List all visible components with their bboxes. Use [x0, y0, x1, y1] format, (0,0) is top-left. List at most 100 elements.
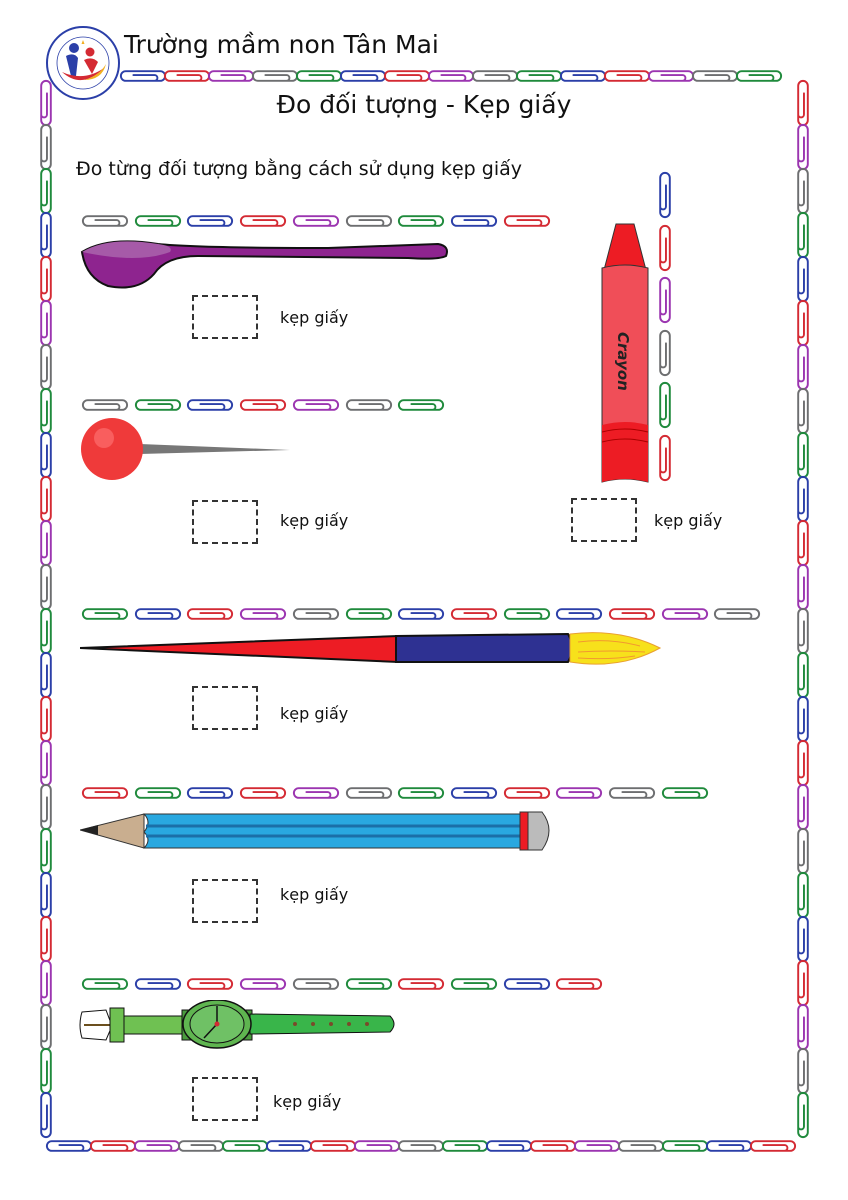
red-paperclip-icon [748, 1138, 798, 1154]
purple-paperclip-icon [795, 342, 811, 392]
red-paperclip-icon [795, 958, 811, 1008]
gray-paperclip-icon [795, 1046, 811, 1096]
gray-paperclip-icon [712, 606, 762, 622]
red-paperclip-icon [528, 1138, 578, 1154]
blue-paperclip-icon [38, 210, 54, 260]
green-paperclip-icon [795, 430, 811, 480]
green-paperclip-icon [80, 976, 130, 992]
green-paperclip-icon [38, 166, 54, 216]
purple-paperclip-icon [38, 298, 54, 348]
purple-paperclip-icon [660, 606, 710, 622]
blue-paperclip-icon [502, 976, 552, 992]
answer-box-pencil[interactable] [192, 879, 258, 923]
red-paperclip-icon [396, 976, 446, 992]
red-paperclip-icon [607, 606, 657, 622]
red-paperclip-icon [185, 606, 235, 622]
blue-paperclip-icon [38, 650, 54, 700]
red-paperclip-icon [657, 433, 673, 483]
blue-paperclip-icon [133, 976, 183, 992]
purple-paperclip-icon [554, 785, 604, 801]
gray-paperclip-icon [795, 166, 811, 216]
purple-paperclip-icon [238, 976, 288, 992]
gray-paperclip-icon [470, 68, 520, 84]
answer-box-crayon[interactable] [571, 498, 637, 542]
answer-label-pencil: kẹp giấy [280, 885, 349, 904]
gray-paperclip-icon [690, 68, 740, 84]
gray-paperclip-icon [795, 386, 811, 436]
purple-paperclip-icon [291, 397, 341, 413]
blue-paperclip-icon [795, 254, 811, 304]
blue-paperclip-icon [38, 1090, 54, 1140]
gray-paperclip-icon [250, 68, 300, 84]
red-paperclip-icon [38, 914, 54, 964]
red-paperclip-icon [88, 1138, 138, 1154]
blue-paperclip-icon [185, 213, 235, 229]
answer-box-watch[interactable] [192, 1077, 258, 1121]
answer-label-watch: kẹp giấy [273, 1092, 342, 1111]
red-paperclip-icon [602, 68, 652, 84]
blue-paperclip-icon [554, 606, 604, 622]
purple-paperclip-icon [132, 1138, 182, 1154]
gray-paperclip-icon [291, 976, 341, 992]
gray-paperclip-icon [795, 826, 811, 876]
red-paperclip-icon [238, 213, 288, 229]
answer-label-brush: kẹp giấy [280, 704, 349, 723]
green-paperclip-icon [38, 826, 54, 876]
answer-box-pin[interactable] [192, 500, 258, 544]
gray-paperclip-icon [344, 785, 394, 801]
blue-paperclip-icon [264, 1138, 314, 1154]
answer-label-pin: kẹp giấy [280, 511, 349, 530]
purple-paperclip-icon [426, 68, 476, 84]
blue-paperclip-icon [185, 397, 235, 413]
blue-paperclip-icon [558, 68, 608, 84]
gray-paperclip-icon [616, 1138, 666, 1154]
gray-paperclip-icon [607, 785, 657, 801]
red-paperclip-icon [795, 738, 811, 788]
push-pin-image [78, 416, 293, 484]
green-paperclip-icon [449, 976, 499, 992]
red-paperclip-icon [38, 254, 54, 304]
school-logo [44, 24, 122, 102]
gray-paperclip-icon [80, 397, 130, 413]
gray-paperclip-icon [38, 122, 54, 172]
red-paperclip-icon [382, 68, 432, 84]
purple-paperclip-icon [291, 785, 341, 801]
green-paperclip-icon [38, 1046, 54, 1096]
red-paperclip-icon [308, 1138, 358, 1154]
purple-paperclip-icon [795, 1002, 811, 1052]
purple-paperclip-icon [206, 68, 256, 84]
green-paperclip-icon [660, 1138, 710, 1154]
answer-box-spoon[interactable] [192, 295, 258, 339]
gray-paperclip-icon [38, 562, 54, 612]
green-paperclip-icon [795, 870, 811, 920]
spoon-image [78, 234, 453, 298]
green-paperclip-icon [38, 606, 54, 656]
green-paperclip-icon [514, 68, 564, 84]
gray-paperclip-icon [657, 328, 673, 378]
red-paperclip-icon [38, 474, 54, 524]
gray-paperclip-icon [344, 397, 394, 413]
purple-paperclip-icon [38, 738, 54, 788]
school-name: Trường mầm non Tân Mai [124, 30, 439, 59]
crayon-label: Crayon [614, 332, 632, 391]
purple-paperclip-icon [795, 562, 811, 612]
crayon-image: Crayon [596, 220, 654, 490]
green-paperclip-icon [795, 650, 811, 700]
green-paperclip-icon [657, 380, 673, 430]
blue-paperclip-icon [338, 68, 388, 84]
red-paperclip-icon [795, 518, 811, 568]
purple-paperclip-icon [646, 68, 696, 84]
blue-paperclip-icon [657, 170, 673, 220]
green-paperclip-icon [502, 606, 552, 622]
green-paperclip-icon [344, 606, 394, 622]
red-paperclip-icon [502, 213, 552, 229]
purple-paperclip-icon [291, 213, 341, 229]
wristwatch-image [78, 999, 398, 1054]
answer-box-brush[interactable] [192, 686, 258, 730]
gray-paperclip-icon [396, 1138, 446, 1154]
page-title: Đo đối tượng - Kẹp giấy [276, 90, 572, 119]
green-paperclip-icon [396, 397, 446, 413]
gray-paperclip-icon [176, 1138, 226, 1154]
blue-paperclip-icon [704, 1138, 754, 1154]
red-paperclip-icon [795, 298, 811, 348]
